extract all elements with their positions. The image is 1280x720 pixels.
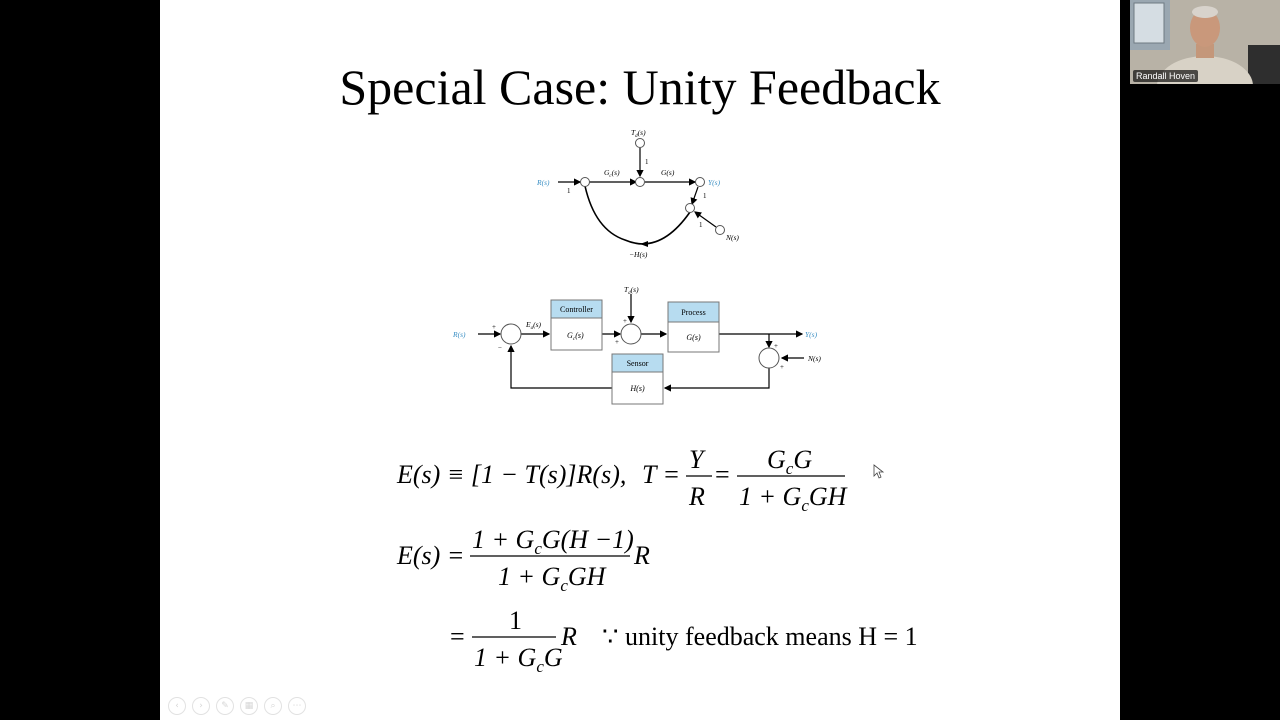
eq1-gcg-numerator: GcG xyxy=(767,445,812,478)
sfg-label-td: Td(s) xyxy=(631,128,646,139)
sfg-gain-left: 1 xyxy=(567,187,571,195)
eq3-denominator: 1 + GcG xyxy=(474,643,563,676)
block-label-r: R(s) xyxy=(452,330,466,339)
next-slide-button[interactable]: › xyxy=(192,697,210,715)
sensor-title: Sensor xyxy=(627,359,649,368)
zoom-button[interactable]: ⌕ xyxy=(264,697,282,715)
block-label-td: Td(s) xyxy=(624,285,639,296)
block-label-n: N(s) xyxy=(807,354,821,363)
eq3-equals: = xyxy=(450,622,465,651)
sfg-label-gc: Gc(s) xyxy=(604,168,620,179)
pen-tool-button[interactable]: ✎ xyxy=(216,697,234,715)
eq2-r-factor: R xyxy=(633,541,650,570)
sfg-label-y: Y(s) xyxy=(708,178,721,187)
sum3-plus-right: + xyxy=(780,363,784,371)
eq3-numerator-one: 1 xyxy=(509,606,522,635)
eq3-r-factor: R xyxy=(560,622,577,651)
controller-title: Controller xyxy=(560,305,593,314)
sfg-label-g: G(s) xyxy=(661,168,675,177)
slideshow-controls: ‹ › ✎ ▦ ⌕ ⋯ xyxy=(168,697,306,715)
signal-flow-graph: Td(s) 1 R(s) 1 Gc(s) G(s) Y(s) 1 1 N(s) … xyxy=(536,128,739,259)
more-options-button[interactable]: ⋯ xyxy=(288,697,306,715)
equation-3: 1 1 + GcG R ∵ unity feedback means H = 1 xyxy=(472,606,918,676)
eq2-numerator: 1 + GcG(H −1) xyxy=(472,525,634,558)
presentation-slide: Special Case: Unity Feedback Td(s) 1 R(s… xyxy=(160,0,1120,720)
block-diagram: R(s) + − Ea(s) Td(s) + + Controller Gc(s… xyxy=(452,285,821,405)
eq3-unity-feedback-note: ∵ unity feedback means H = 1 xyxy=(602,622,918,651)
eq1-t-numerator: Y xyxy=(689,445,706,474)
sfg-gain-noise: 1 xyxy=(699,221,703,229)
sfg-label-n: N(s) xyxy=(725,233,739,242)
sum3-plus-top: + xyxy=(774,342,778,350)
sfg-label-minus-h: −H(s) xyxy=(629,250,648,259)
eq1-gcg-denominator: 1 + GcGH xyxy=(739,482,848,515)
block-label-ea: Ea(s) xyxy=(525,320,542,331)
block-label-y: Y(s) xyxy=(805,330,818,339)
sensor-transfer-function: H(s) xyxy=(629,384,645,393)
process-transfer-function: G(s) xyxy=(686,333,701,342)
eq1-equals: = xyxy=(715,460,730,489)
process-title: Process xyxy=(681,308,705,317)
equations-block: E(s) ≡ [1 − T(s)]R(s), T = Y R = GcG 1 +… xyxy=(396,445,848,651)
sfg-gain-top: 1 xyxy=(645,158,649,166)
eq1-t-lhs: T = xyxy=(642,460,680,489)
sum1-minus-sign: − xyxy=(498,344,502,352)
participant-name-label: Randall Hoven xyxy=(1133,70,1199,82)
sfg-gain-right: 1 xyxy=(703,192,707,200)
sum2-plus-top: + xyxy=(623,317,627,325)
eq1-t-denominator: R xyxy=(688,482,705,511)
eq1-error-definition: E(s) ≡ [1 − T(s)]R(s), xyxy=(396,460,626,489)
eq2-denominator: 1 + GcGH xyxy=(498,562,607,595)
webcam-video-tile[interactable]: Randall Hoven xyxy=(1130,0,1280,84)
mouse-cursor-icon xyxy=(873,464,885,479)
sum2-plus-left: + xyxy=(615,338,619,346)
sum1-plus-sign: + xyxy=(492,323,496,331)
prev-slide-button[interactable]: ‹ xyxy=(168,697,186,715)
eq2-lhs: E(s) = xyxy=(396,541,464,570)
slide-title: Special Case: Unity Feedback xyxy=(339,59,941,115)
sfg-label-r: R(s) xyxy=(536,178,550,187)
slides-grid-button[interactable]: ▦ xyxy=(240,697,258,715)
controller-transfer-function: Gc(s) xyxy=(567,331,584,342)
